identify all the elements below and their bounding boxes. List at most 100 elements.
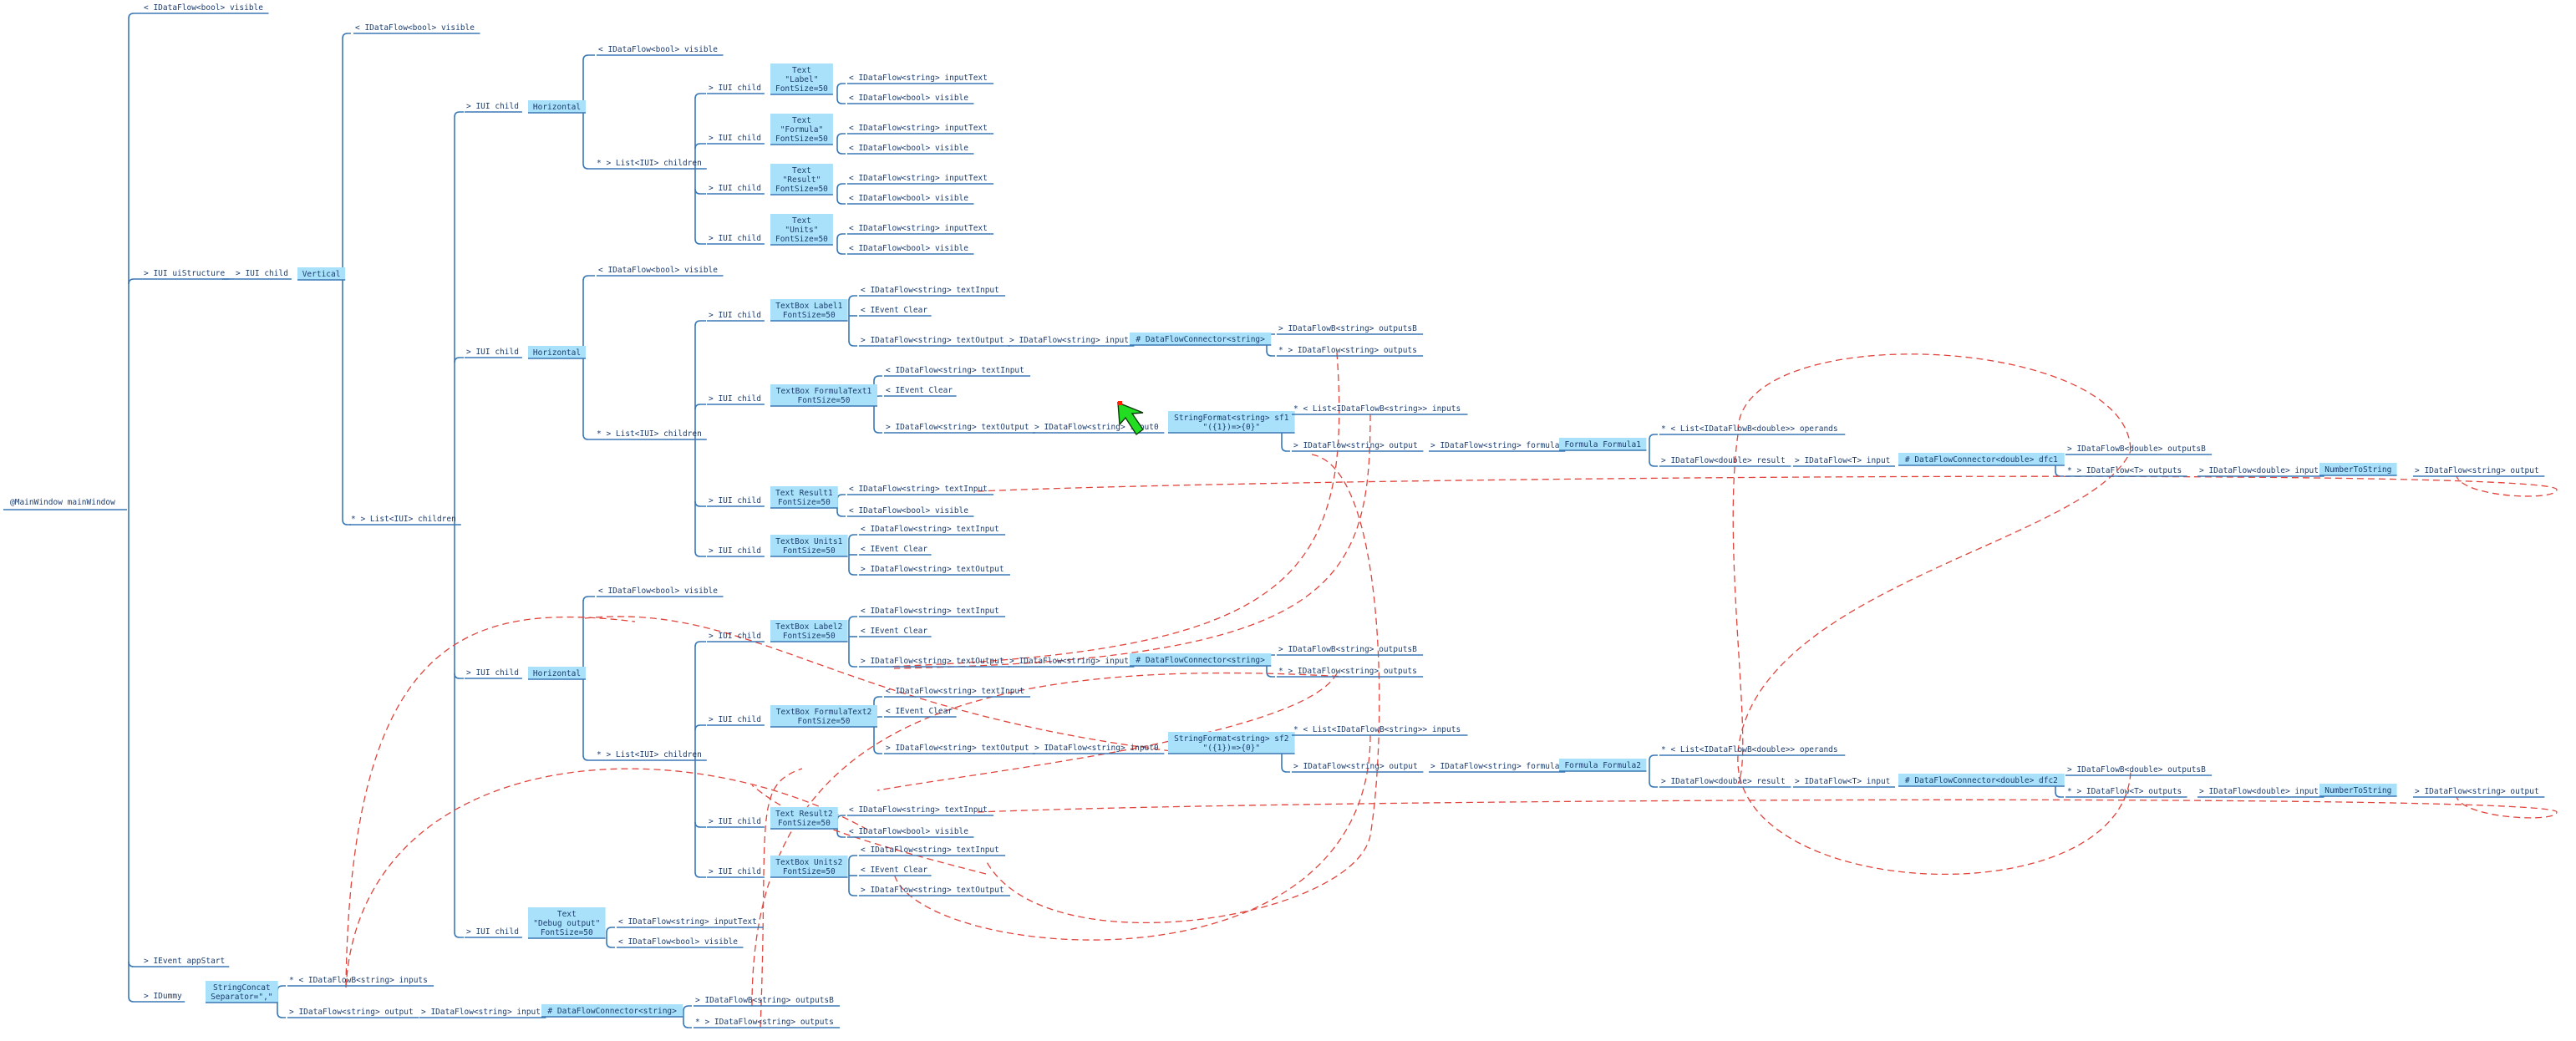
port-h3-sf-out: > IDataFlow<string> output — [1292, 762, 1424, 773]
node-dfc-str2[interactable]: # DataFlowConnector<string> — [1130, 653, 1272, 667]
node-label: # DataFlowConnector<string> — [547, 1007, 677, 1016]
node-dfc-dbl2[interactable]: # DataFlowConnector<double> dfc2 — [1898, 774, 2065, 787]
binding-result2 — [977, 796, 2558, 819]
port-label: < IDataFlow<string> textInput — [886, 687, 1024, 696]
node-horiz2[interactable]: Horizontal — [528, 346, 586, 359]
node-label: FontSize=50 — [775, 84, 828, 94]
node-nts-1[interactable]: NumberToString — [2319, 463, 2397, 476]
port-h3-fo-ops: * < List<IDataFlowB<double>> operands — [1659, 745, 1846, 756]
bracket-branch — [277, 1012, 286, 1018]
node-label: StringFormat<string> sf1 — [1174, 414, 1289, 423]
node-label: Horizontal — [533, 348, 581, 358]
bracket-branch — [1649, 460, 1658, 467]
port-label: * < List<IDataFlowB<string>> inputs — [1293, 404, 1461, 414]
port-h3-children: * > List<IUI> children — [595, 750, 707, 761]
bracket-branch — [582, 434, 595, 440]
port-label: * > IDataFlow<string> outputs — [695, 1018, 834, 1027]
port-h3-ns-out: > IDataFlow<string> output — [2413, 787, 2545, 798]
node-label: StringFormat<string> sf2 — [1174, 734, 1288, 744]
port-h3-f2-inp: > IDataFlow<string> input0 — [1033, 744, 1165, 754]
node-box — [528, 907, 606, 938]
bracket-branch — [454, 357, 464, 363]
port-label: < IEvent Clear — [861, 306, 927, 315]
port-h2-sf-in: * < List<IDataFlowB<string>> inputs — [1292, 404, 1468, 415]
port-label: * > IDataFlow<string> outputs — [1278, 346, 1417, 355]
node-dfc-str1[interactable]: # DataFlowConnector<string> — [1130, 333, 1272, 346]
port-label: < IDataFlow<bool> visible — [144, 3, 263, 13]
node-box — [1168, 732, 1295, 754]
port-label: * > List<IUI> children — [597, 750, 702, 759]
root-node[interactable]: @MainWindow mainWindow — [3, 498, 127, 510]
node-sf-2[interactable]: StringFormat<string> sf2"({1})=>{0}" — [1168, 732, 1295, 754]
port-label: * < List<IDataFlowB<string>> inputs — [1293, 725, 1461, 734]
node-vertical[interactable]: Vertical — [297, 267, 346, 281]
node-label: FontSize=50 — [775, 185, 828, 194]
bracket-branch — [1281, 766, 1290, 773]
port-label: < IDataFlow<bool> visible — [598, 45, 718, 54]
port-h1-vb3: < IDataFlow<bool> visible — [847, 194, 974, 205]
port-h3-u2-clr: < IEvent Clear — [859, 866, 932, 876]
node-label: Formula Formula1 — [1564, 440, 1641, 449]
port-label: > IUI child — [466, 668, 519, 678]
port-h3-dd-o: * > IDataFlow<T> outputs — [2065, 787, 2187, 798]
bracket-branch — [836, 183, 846, 190]
port-label: < IDataFlow<string> textInput — [849, 485, 988, 494]
node-text-result[interactable]: Text"Result"FontSize=50 — [770, 164, 833, 196]
port-sc-in: * < IDataFlowB<string> inputs — [287, 976, 434, 987]
binding-vis-sf2 — [584, 616, 1179, 753]
bracket-branch — [873, 375, 882, 382]
port-label: > IDataFlow<string> input — [421, 1008, 541, 1017]
port-h1-in3: < IDataFlow<string> inputText — [847, 174, 994, 185]
debug-bracket — [606, 927, 615, 948]
node-text-label[interactable]: Text"Label"FontSize=50 — [770, 63, 833, 95]
bracket-branch — [128, 961, 142, 967]
port-label: < IDataFlow<bool> visible — [849, 94, 968, 103]
bracket-branch — [683, 1005, 692, 1012]
node-horiz1[interactable]: Horizontal — [528, 100, 586, 114]
node-text-units[interactable]: Text"Units"FontSize=50 — [770, 214, 833, 246]
bracket-branch — [454, 932, 464, 938]
node-sf-1[interactable]: StringFormat<string> sf1"({1})=>{0}" — [1168, 411, 1295, 434]
port-label: < IDataFlow<string> inputText — [849, 74, 988, 83]
node-label: "Formula" — [780, 125, 823, 135]
node-box — [770, 164, 833, 195]
node-dfc-dbl1[interactable]: # DataFlowConnector<double> dfc1 — [1898, 453, 2065, 466]
port-h3-sf-in: * < List<IDataFlowB<string>> inputs — [1292, 725, 1468, 736]
port-label: > IDataFlow<string> input — [1009, 657, 1129, 666]
bracket-branch — [836, 494, 846, 500]
node-formula1[interactable]: Formula Formula1 — [1559, 438, 1647, 451]
port-h2-c1: > IUI child — [707, 311, 765, 322]
node-horiz3[interactable]: Horizontal — [528, 667, 586, 680]
node-text-debug[interactable]: Text"Debug output"FontSize=50 — [528, 907, 606, 939]
node-formula2[interactable]: Formula Formula2 — [1559, 759, 1647, 772]
bracket-branch — [873, 427, 882, 434]
node-dfc-str3[interactable]: # DataFlowConnector<string> — [541, 1004, 683, 1018]
bracket-branch — [848, 295, 857, 302]
port-h3-fo-tin: > IDataFlow<T> input — [1793, 777, 1895, 788]
node-nts-2[interactable]: NumberToString — [2319, 784, 2397, 797]
port-h3-u2-to: > IDataFlow<string> textOutput — [859, 886, 1010, 896]
node-box — [1898, 774, 2065, 786]
bracket-branch — [694, 724, 706, 731]
port-label: < IDataFlow<string> textInput — [861, 286, 999, 295]
node-box — [2319, 784, 2397, 796]
node-text-formula[interactable]: Text"Formula"FontSize=50 — [770, 114, 833, 145]
port-label: > IUI child — [709, 867, 761, 876]
port-sc-out: > IDataFlow<string> output — [287, 1008, 419, 1018]
port-h3-l2-inp: > IDataFlow<string> input — [1008, 657, 1135, 668]
port-label: < IEvent Clear — [861, 545, 927, 554]
node-label: # DataFlowConnector<double> dfc1 — [1905, 455, 2058, 465]
port-label: < IDataFlow<string> inputText — [849, 124, 988, 133]
node-label: NumberToString — [2324, 465, 2391, 475]
port-sc-ob: > IDataFlowB<string> outputsB — [694, 996, 841, 1007]
binding-formula2-operands-b — [1737, 754, 2131, 876]
